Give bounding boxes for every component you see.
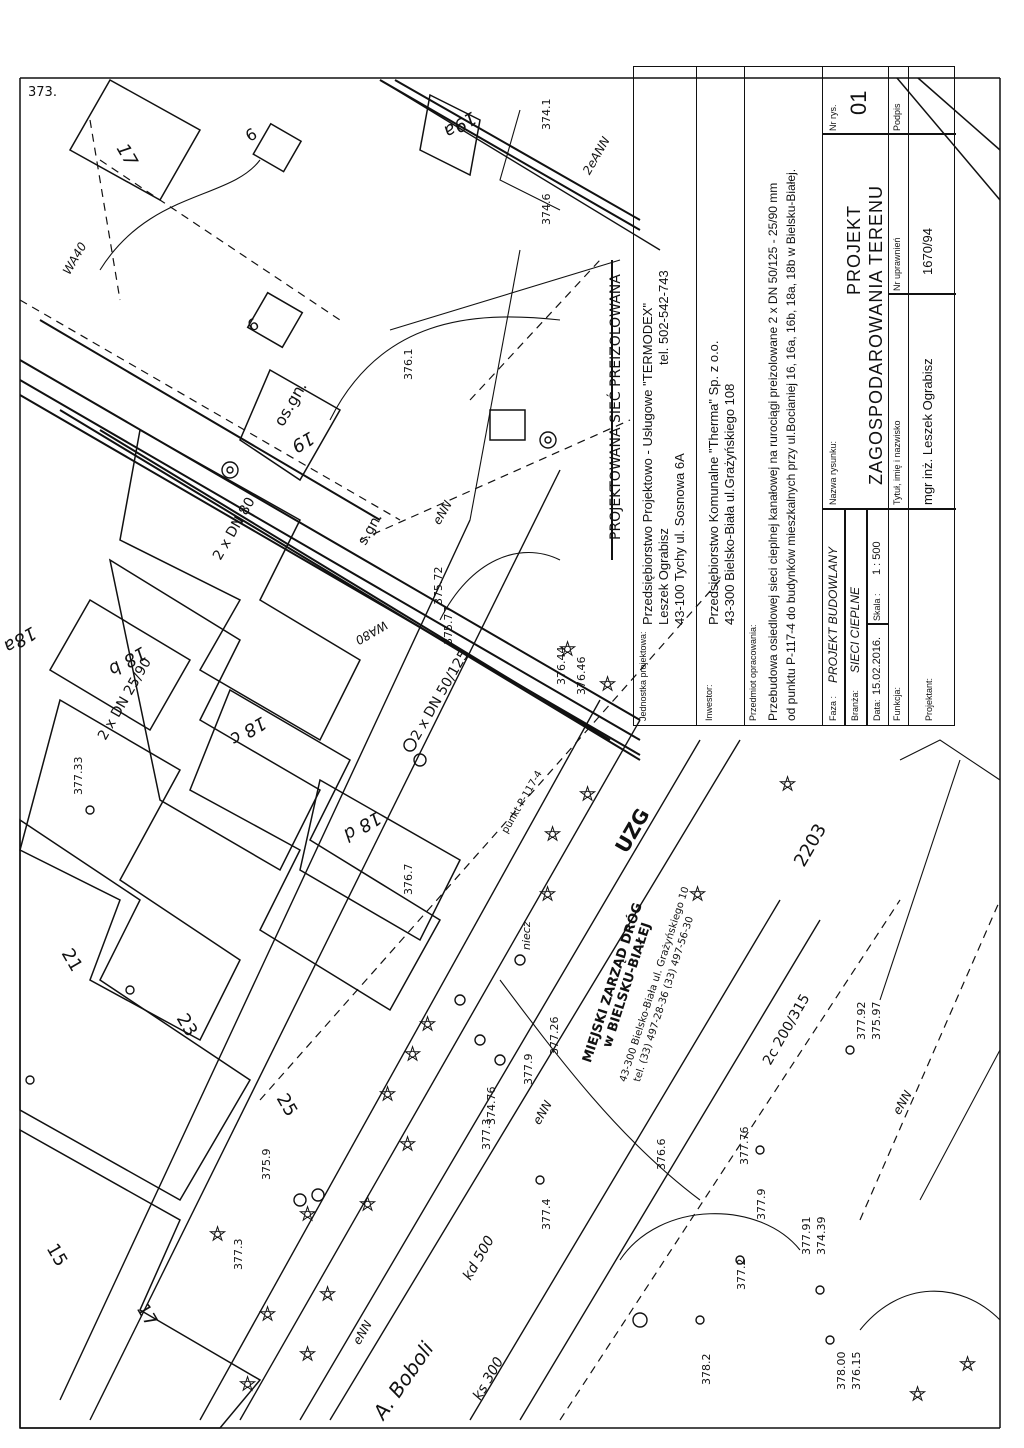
jednostka-value-2: Leszek Ograbisz <box>656 528 671 625</box>
elevation-5: 374.6 <box>540 193 553 226</box>
faza-label: Faza : <box>828 695 838 721</box>
nr-uprawnien-label: Nr uprawnień <box>892 237 902 291</box>
trees: ✫✫ ✫✫ ✫✫ ✫✫ ✫✫ ✫✫ ✫✫ ✫✫ ✫✫ ✫✫ <box>210 639 976 1406</box>
terrain-curves <box>99 109 1001 1331</box>
elevation-17: 376.6 <box>655 1138 668 1171</box>
elevation-27: 375.9 <box>260 1148 273 1181</box>
elevation-1: 376.1 <box>402 348 415 381</box>
elevation-18: 377.92 <box>855 1001 868 1041</box>
elevation-20: 377.9 <box>755 1188 768 1221</box>
nr-uprawnien-value: 1670/94 <box>920 228 935 275</box>
svg-text:✫: ✫ <box>910 1384 925 1405</box>
svg-text:✫: ✫ <box>400 1134 415 1155</box>
skala-label: Skala : <box>872 593 882 621</box>
svg-text:✫: ✫ <box>380 1084 395 1105</box>
svg-text:✫: ✫ <box>405 1044 420 1065</box>
elevation-24: 378.00 <box>835 1351 848 1391</box>
svg-text:✫: ✫ <box>210 1224 225 1245</box>
corridor-dashes <box>19 119 1001 1421</box>
elevation-22: 374.39 <box>815 1216 828 1256</box>
branza-value: SIECI CIEPLNE <box>848 586 862 673</box>
utility-corridor <box>19 79 641 761</box>
elevation-13: 377.3 <box>232 1238 245 1271</box>
elevation-12: 377.4 <box>540 1198 553 1231</box>
przedmiot-value-2: od punktu P-117-4 do budynków mieszkalny… <box>784 168 798 721</box>
nazwa-rysunku-label: Nazwa rysunku: <box>828 440 838 505</box>
svg-text:✫: ✫ <box>560 639 575 660</box>
tytul-label: Tytuł, imię i nazwisko <box>892 420 902 505</box>
svg-text:✫: ✫ <box>360 1194 375 1215</box>
elevation-6: 375.72 <box>432 566 445 606</box>
elevation-23: 377.76 <box>738 1126 751 1166</box>
elevation-15: 378.2 <box>700 1353 713 1386</box>
elevation-4: 374.1 <box>540 98 553 131</box>
tytul-value: mgr inż. Leszek Ograbisz <box>920 358 935 505</box>
skala-value: 1 : 500 <box>871 541 883 575</box>
nazwa-rysunku-value-1: PROJEKT <box>844 204 864 295</box>
podpis-label: Podpis <box>892 103 902 131</box>
svg-text:✫: ✫ <box>300 1344 315 1365</box>
elevation-21: 377.91 <box>800 1216 813 1256</box>
svg-text:✫: ✫ <box>580 784 595 805</box>
data-value: 15.02.2016. <box>871 636 883 695</box>
funkcja-label: Funkcja: <box>892 686 902 721</box>
branza-label: Branża: <box>850 689 860 721</box>
przedmiot-label: Przedmiot opracowania: <box>748 624 758 721</box>
svg-text:✫: ✫ <box>420 1014 435 1035</box>
elevation-10: 377.9 <box>522 1053 535 1086</box>
nazwa-rysunku-value-2: ZAGOSPODAROWANIA TERENU <box>866 184 886 485</box>
elevation-16: 377.26 <box>548 1016 561 1056</box>
data-label: Data: <box>872 699 882 721</box>
jednostka-tel: tel. 502-542-743 <box>656 270 671 365</box>
inwestor-value-2: 43-300 Bielsko-Biała ul.Grażyńskiego 108 <box>722 383 737 625</box>
svg-text:✫: ✫ <box>545 824 560 845</box>
jednostka-value-1: Przedsiębiorstwo Projektowo - Usługowe "… <box>640 302 655 625</box>
title-block: Jednostka projektowa: Przedsiębiorstwo P… <box>633 66 956 726</box>
przedmiot-value-1: Przebudowa osiedlowej sieci cieplnej kan… <box>766 182 780 721</box>
svg-text:✫: ✫ <box>690 884 705 905</box>
elevation-26: 374.76 <box>485 1086 498 1126</box>
manholes <box>25 431 855 1345</box>
svg-text:✫: ✫ <box>780 774 795 795</box>
elevation-3: 377.33 <box>72 756 85 796</box>
elevation-9: 376.46 <box>575 656 588 696</box>
svg-text:✫: ✫ <box>600 674 615 695</box>
label-niecz: niecz <box>520 921 533 950</box>
svg-text:✫: ✫ <box>260 1304 275 1325</box>
svg-text:✫: ✫ <box>300 1204 315 1225</box>
nr-rys-label: Nr rys. <box>828 104 838 132</box>
elevation-7: 375.77 <box>442 606 455 646</box>
faza-value: PROJEKT BUDOWLANY <box>826 546 840 683</box>
jednostka-value-3: 43-100 Tychy ul. Sosnowa 6A <box>672 453 687 625</box>
page-mark: 373. <box>28 85 57 100</box>
elevation-2: 376.7 <box>402 863 415 896</box>
svg-text:✫: ✫ <box>320 1284 335 1305</box>
svg-text:✫: ✫ <box>240 1374 255 1395</box>
projektant-label: Projektant: <box>924 677 934 721</box>
inwestor-value-1: Przedsiębiorstwo Komunalne "Therma" Sp. … <box>706 340 721 625</box>
legend-line-label: PROJEKTOWANA SIEĆ PREIZOLOWANA <box>608 274 624 540</box>
elevation-19: 375.97 <box>870 1001 883 1041</box>
svg-text:✫: ✫ <box>540 884 555 905</box>
jednostka-label: Jednostka projektowa: <box>638 631 648 721</box>
nr-rys-value: 01 <box>846 90 871 115</box>
elevation-14: 377.2 <box>735 1258 748 1291</box>
buildings <box>19 78 526 1429</box>
elevation-25: 376.15 <box>850 1351 863 1391</box>
inwestor-label: Inwestor: <box>704 684 714 721</box>
svg-text:✫: ✫ <box>960 1354 975 1375</box>
elevation-8: 376.44 <box>555 646 568 686</box>
